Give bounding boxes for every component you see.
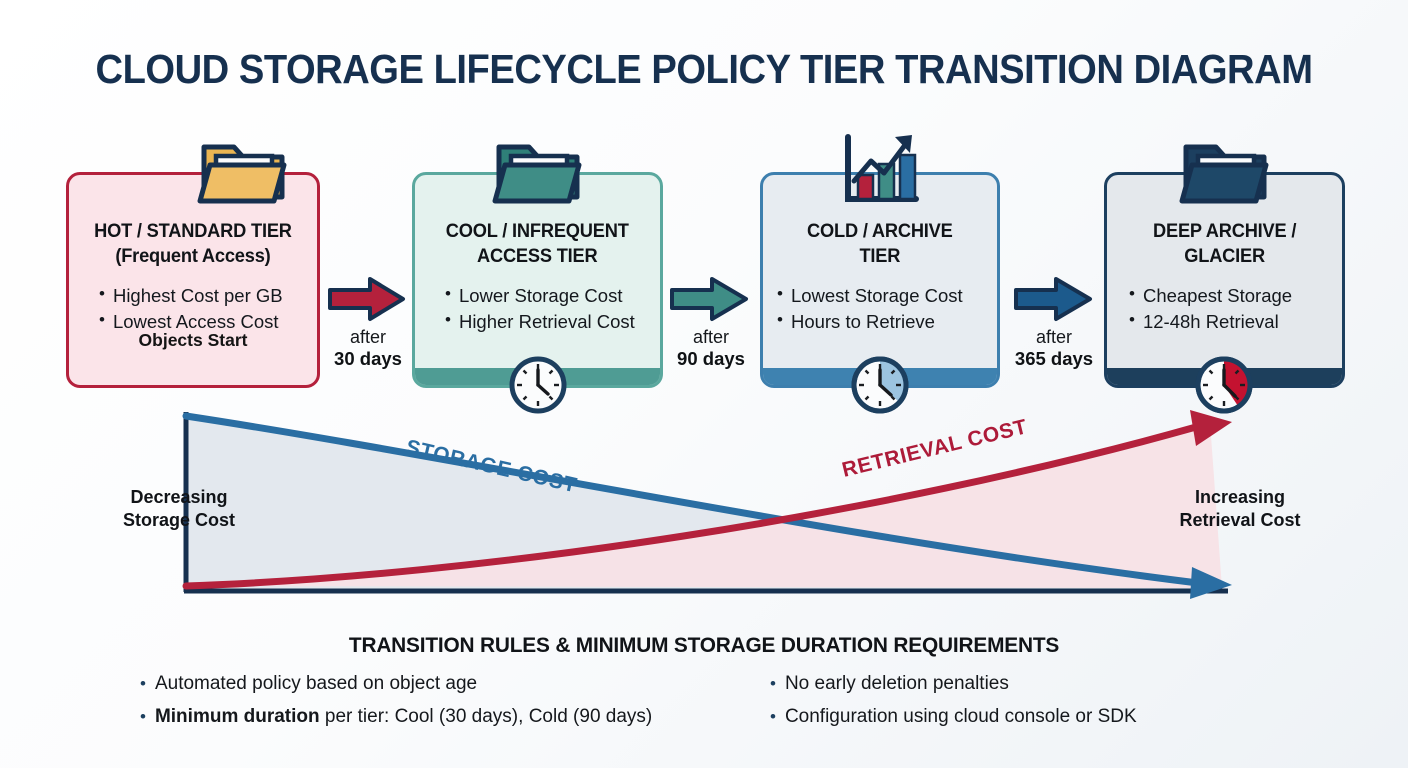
transition-duration: 90 days — [677, 348, 745, 370]
tier-title-line1: COLD / ARCHIVE — [807, 221, 953, 242]
tier-card-deep-archive[interactable]: DEEP ARCHIVE / GLACIER • Cheapest Storag… — [1104, 172, 1345, 388]
tier-bullet: • Cheapest Storage — [1129, 283, 1292, 309]
footer-bullets-right: • No early deletion penalties • Configur… — [770, 670, 1330, 736]
transition-prefix: after — [692, 327, 730, 347]
bullet-dot-icon: • — [445, 310, 451, 330]
tier-title-line1: HOT / STANDARD TIER — [94, 221, 292, 242]
retrieval-cost-line — [182, 423, 1200, 590]
footer-bullet: • Minimum duration per tier: Cool (30 da… — [140, 703, 760, 732]
tier-bullet: • Lowest Storage Cost — [777, 283, 963, 309]
footer-bullet: • No early deletion penalties — [770, 670, 1330, 699]
transition-30-days: after 30 days — [326, 276, 410, 370]
tier-title-line2: TIER — [859, 246, 901, 268]
tier-bullet: • Lower Storage Cost — [445, 283, 635, 309]
tier-title-line1: DEEP ARCHIVE / — [1152, 221, 1297, 242]
tier-bullet-label: Higher Retrieval Cost — [458, 311, 635, 333]
bullet-dot-icon: • — [140, 706, 146, 726]
note-left-line2: Storage Cost — [122, 510, 236, 531]
folder-icon — [197, 144, 287, 204]
bullet-dot-icon: • — [445, 284, 451, 304]
tier-title-line1: COOL / INFREQUENT — [446, 221, 629, 242]
footer-bullet: • Configuration using cloud console or S… — [770, 703, 1330, 732]
tier-bullet: • 12-48h Retrieval — [1129, 309, 1292, 335]
transition-prefix: after — [1035, 327, 1073, 347]
bullet-dot-icon: • — [99, 310, 105, 330]
transition-365-days: after 365 days — [1006, 276, 1102, 370]
tier-bullet: • Hours to Retrieve — [777, 309, 963, 335]
bullet-dot-icon: • — [140, 674, 146, 693]
retrieval-cost-arrowhead — [1190, 410, 1232, 446]
footer-bullet-rest: per tier: Cool (30 days), Cold (90 days) — [319, 705, 653, 727]
folder-icon — [1179, 144, 1269, 204]
clock-icon — [851, 356, 909, 414]
tier-bullet-label: Hours to Retrieve — [790, 311, 935, 333]
arrow-right-icon — [328, 277, 405, 321]
tier-bullet-label: Highest Cost per GB — [112, 285, 283, 307]
footer-bullets-left: • Automated policy based on object age •… — [140, 670, 760, 736]
footer-heading: TRANSITION RULES & MINIMUM STORAGE DURAT… — [348, 633, 1060, 657]
tier-title-line2: GLACIER — [1184, 246, 1265, 268]
footer-bullet-emphasis: Minimum duration — [154, 705, 320, 727]
note-right-line1: Increasing — [1194, 487, 1286, 507]
decreasing-storage-cost-note: Decreasing Storage Cost — [104, 486, 254, 533]
arrow-right-icon — [670, 277, 748, 321]
bullet-dot-icon: • — [1129, 310, 1135, 330]
transition-prefix: after — [349, 327, 387, 347]
tier-card-cold[interactable]: COLD / ARCHIVE TIER • Lowest Storage Cos… — [760, 172, 1000, 388]
bar-chart-icon — [845, 134, 919, 202]
increasing-retrieval-cost-note: Increasing Retrieval Cost — [1160, 486, 1320, 533]
tier-bullet-label: Lowest Access Cost — [112, 311, 279, 333]
tier-title-line2: (Frequent Access) — [115, 246, 271, 268]
arrow-right-icon — [1014, 277, 1092, 321]
bullet-dot-icon: • — [777, 284, 783, 304]
tier-bullet-label: Lowest Storage Cost — [790, 285, 963, 307]
bullet-dot-icon: • — [1129, 284, 1135, 304]
footer-bullet-label: Configuration using cloud console or SDK — [784, 705, 1137, 727]
tier-card-cool[interactable]: COOL / INFREQUENT ACCESS TIER • Lower St… — [412, 172, 663, 388]
footer-bullet-label: Minimum duration per tier: Cool (30 days… — [155, 703, 652, 732]
storage-cost-line — [182, 412, 1202, 587]
storage-cost-arrowhead — [1190, 567, 1232, 599]
bullet-dot-icon: • — [99, 284, 105, 304]
bullet-dot-icon: • — [770, 706, 776, 726]
bullet-dot-icon: • — [770, 674, 776, 693]
tier-bullet-label: 12-48h Retrieval — [1142, 311, 1279, 333]
transition-90-days: after 90 days — [668, 276, 754, 370]
cost-crossover-chart — [182, 410, 1232, 599]
note-right-line2: Retrieval Cost — [1179, 510, 1301, 531]
tier-bullet: • Lowest Access Cost — [99, 309, 283, 335]
tier-title-line2: ACCESS TIER — [477, 246, 598, 268]
page-title: CLOUD STORAGE LIFECYCLE POLICY TIER TRAN… — [95, 46, 1313, 92]
footer-bullet-label: No early deletion penalties — [784, 673, 1009, 694]
tier-footer-label: Objects Start — [138, 330, 248, 350]
folder-icon — [492, 144, 582, 204]
footer-bullet-label: Automated policy based on object age — [154, 673, 478, 694]
tier-bullet-label: Lower Storage Cost — [458, 285, 623, 307]
clock-icon — [1195, 356, 1253, 414]
transition-duration: 30 days — [334, 348, 402, 370]
bullet-dot-icon: • — [777, 310, 783, 330]
tier-card-hot[interactable]: HOT / STANDARD TIER (Frequent Access) • … — [66, 172, 320, 388]
tier-bullet-label: Cheapest Storage — [1142, 285, 1293, 307]
footer-bullet: • Automated policy based on object age — [140, 670, 760, 699]
tier-bullet: • Higher Retrieval Cost — [445, 309, 635, 335]
note-left-line1: Decreasing — [130, 487, 228, 507]
tier-bullet: • Highest Cost per GB — [99, 283, 283, 309]
clock-icon — [509, 356, 567, 414]
transition-duration: 365 days — [1014, 348, 1094, 370]
